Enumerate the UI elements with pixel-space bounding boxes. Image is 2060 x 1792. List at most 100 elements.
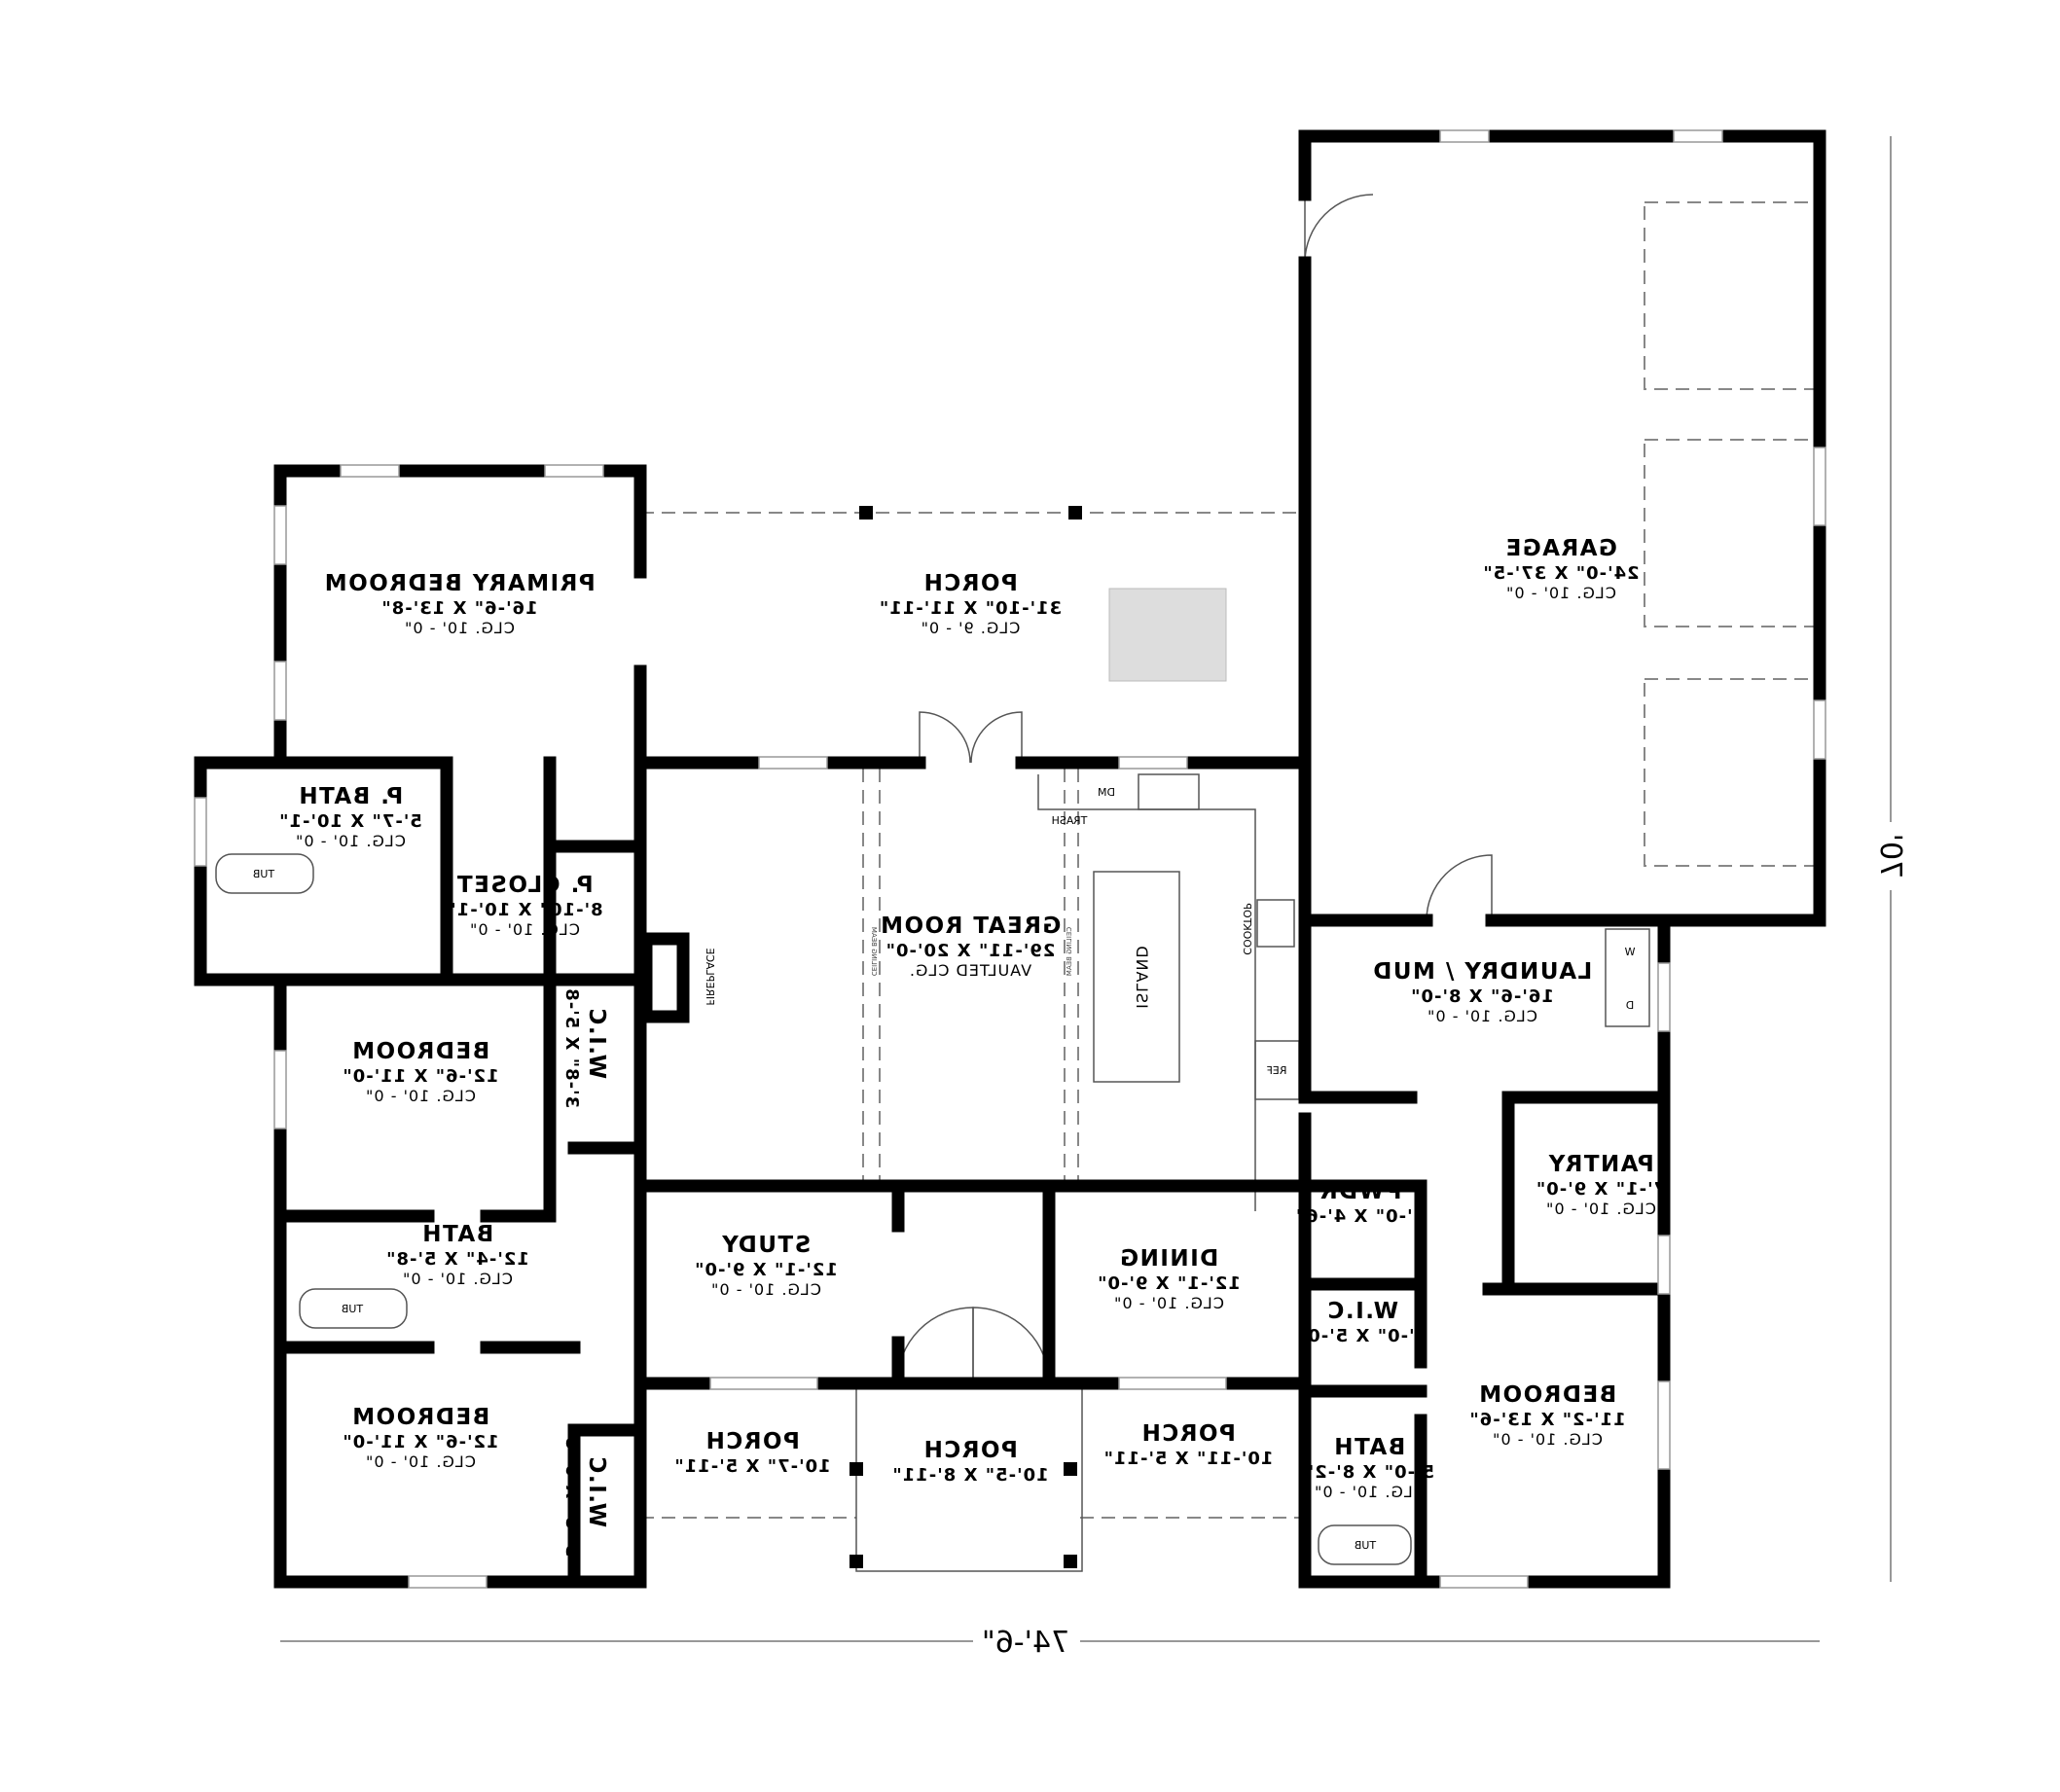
bathtub — [215, 853, 314, 894]
sink — [1138, 773, 1200, 810]
ceiling-beam-label: CEILING BEAM — [870, 927, 878, 976]
patio-table — [1108, 588, 1227, 682]
washer-label: W — [1624, 946, 1635, 958]
post — [849, 1462, 863, 1476]
room-ceiling: CLG. 10' - 0" — [1545, 1200, 1656, 1218]
window — [273, 1050, 287, 1129]
room-ceiling: CLG. 10' - 0" — [295, 832, 406, 850]
room-name: BEDROOM — [351, 1405, 490, 1430]
room-dimensions: 5'-0" X 4'-6" — [1295, 1206, 1426, 1227]
fireplace — [639, 932, 690, 1023]
room-ceiling: CLG. 10' - 0" — [1314, 1483, 1425, 1501]
walls — [194, 129, 1826, 1589]
window — [758, 756, 828, 770]
wic-2-dims: 3'-8" X 6'-8" — [561, 1426, 582, 1557]
window — [1439, 129, 1490, 143]
room-dimensions: 5'-0" X 8'-2" — [1304, 1462, 1434, 1483]
room-dimensions: 12'-4" X 5'-8" — [385, 1249, 529, 1270]
island-label: ISLAND — [1133, 945, 1151, 1008]
door-swing — [1304, 194, 1374, 264]
room-dimensions: 24'-0" X 37'-5" — [1482, 563, 1639, 584]
washer-dryer — [1605, 928, 1650, 1027]
window — [1657, 1380, 1671, 1470]
room-ceiling: CLG. 10' - 0" — [404, 619, 515, 637]
room-name: PORCH — [1140, 1421, 1236, 1447]
room-dimensions: 12'-1" X 9'-0" — [1097, 1273, 1241, 1294]
garage-bay — [1644, 201, 1821, 390]
room-ceiling: CLG. 10' - 0" — [365, 1452, 476, 1471]
door-swing — [919, 711, 971, 764]
room-dimensions: 11'-2" X 13'-6" — [1468, 1410, 1625, 1430]
wic-1-dims: 3'-8" X 5'-8" — [561, 978, 582, 1108]
width-dimension: 74'-6" — [982, 1626, 1069, 1660]
room-name: P. CLOSET — [455, 873, 593, 898]
wic-1-name: W.I.C — [584, 1007, 609, 1079]
bathtub — [1318, 1524, 1412, 1565]
room-name: PORCH — [705, 1429, 800, 1454]
window — [1657, 962, 1671, 1032]
room-name: BEDROOM — [351, 1039, 490, 1064]
room-name: PORCH — [922, 1438, 1018, 1463]
window — [273, 661, 287, 721]
room-name: PWDR — [1319, 1179, 1401, 1204]
room-dimensions: 10'-11" X 5'-11" — [1103, 1449, 1274, 1469]
depth-dimension: 70' — [1873, 834, 1907, 878]
room-dimensions: 16'-6" X 8'-0" — [1410, 986, 1554, 1007]
room-name: W.I.C — [1326, 1299, 1398, 1324]
plan-details — [215, 194, 1821, 1572]
room-name: GREAT ROOM — [880, 914, 1062, 939]
room-name: BATH — [421, 1222, 493, 1247]
room-ceiling: CLG. 10' - 0" — [1113, 1294, 1224, 1312]
room-name: GARAGE — [1504, 536, 1617, 561]
room-ceiling: CLG. 10' - 0" — [1427, 1007, 1537, 1025]
window — [1673, 129, 1723, 143]
room-ceiling: CLG. 9' - 0" — [921, 619, 1021, 637]
trash-label: TRASH — [1052, 814, 1089, 827]
island — [1093, 871, 1180, 1083]
room-dimensions: 5'-0" X 5'-0" — [1297, 1326, 1428, 1346]
room-dimensions: 16'-6" X 13'-8" — [380, 598, 537, 619]
door-swing — [970, 711, 1023, 764]
dishwasher-label: DM — [1098, 786, 1115, 799]
fireplace-label: FIREPLACE — [704, 948, 716, 1005]
wic-1-label: W.I.C 3'-8" X 5'-8" — [561, 978, 609, 1108]
door-swing — [1426, 854, 1493, 921]
room-label-wic-right: W.I.C5'-0" X 5'-0" — [1297, 1299, 1428, 1346]
window — [544, 464, 604, 478]
wic-2-name: W.I.C — [584, 1455, 609, 1527]
room-ceiling: CLG. 10' - 0" — [1505, 584, 1616, 602]
room-ceiling: CLG. 10' - 0" — [402, 1270, 513, 1288]
garage-bay — [1644, 439, 1821, 627]
window — [1813, 447, 1826, 526]
post — [1068, 506, 1082, 520]
room-dimensions: 8'-10" X 10'-1" — [446, 900, 602, 920]
window — [1657, 1235, 1671, 1295]
room-name: PORCH — [922, 571, 1018, 596]
room-ceiling: CLG. 10' - 0" — [469, 920, 580, 939]
bathtub — [299, 1288, 408, 1329]
cooktop — [1256, 899, 1295, 948]
post — [859, 506, 873, 520]
ceiling-beam-label: CEILING BEAM — [1066, 927, 1073, 976]
room-name: P. BATH — [298, 784, 403, 809]
room-name: PRIMARY BEDROOM — [323, 571, 595, 596]
window — [1439, 1575, 1529, 1589]
room-name: BATH — [1333, 1435, 1405, 1460]
room-ceiling: CLG. 10' - 0" — [1492, 1430, 1603, 1449]
window — [1118, 1377, 1227, 1390]
